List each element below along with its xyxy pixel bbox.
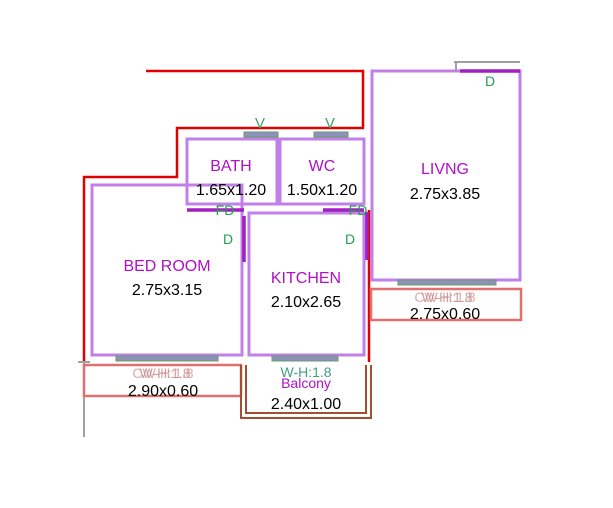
bath-size: 1.65x1.20 xyxy=(196,182,266,199)
wc-size: 1.50x1.20 xyxy=(287,182,357,199)
bath-name: BATH xyxy=(210,158,251,175)
bedroom-door-marker: D xyxy=(223,231,233,247)
window-head-labels: CW-H:1.8 W-H:1.8 CW-H:1.8 W-H:1.8 W-H:1.… xyxy=(132,289,475,381)
kitchen-room xyxy=(247,211,366,357)
wc-room xyxy=(278,137,366,206)
cw-right-overlap: CW-H:1.8 xyxy=(414,289,475,305)
wc-ventilator xyxy=(313,131,349,138)
kitchen-size: 2.10x2.65 xyxy=(271,294,341,311)
bath-v-marker: V xyxy=(255,115,265,132)
bed-room xyxy=(90,183,244,357)
partitions xyxy=(187,69,520,262)
cw-left-size: 2.90x0.60 xyxy=(128,383,198,400)
bedroom-window xyxy=(115,355,219,362)
door-markers: D D D FD FD xyxy=(216,73,495,247)
bedroom-name: BED ROOM xyxy=(123,258,210,275)
bath-ventilator xyxy=(243,131,279,138)
wh-right: W-H:1.8 xyxy=(421,289,472,305)
balcony-name: Balcony xyxy=(281,375,331,391)
balcony-walls xyxy=(240,365,372,419)
cw-right-area xyxy=(369,287,523,322)
outer-wall xyxy=(82,69,371,362)
wc-name: WC xyxy=(309,158,336,175)
wh-left: W-H:1.8 xyxy=(139,365,190,381)
living-window xyxy=(397,279,497,286)
cw-right-size: 2.75x0.60 xyxy=(410,306,480,323)
bedroom-size: 2.75x3.15 xyxy=(132,282,202,299)
living-name: LIVNG xyxy=(421,161,469,178)
living-size: 2.75x3.85 xyxy=(410,186,480,203)
balcony-size: 2.40x1.00 xyxy=(271,396,341,413)
kitchen-name: KITCHEN xyxy=(271,270,341,287)
wc-fd-marker: FD xyxy=(349,202,368,218)
bath-room xyxy=(185,137,279,206)
room-names: BATH WC LIVNG BED ROOM KITCHEN xyxy=(123,158,469,287)
living-door-marker: D xyxy=(485,73,495,89)
window-bars xyxy=(115,131,497,362)
wh-kitchen: W-H:1.8 xyxy=(280,364,331,380)
kitchen-door-marker: D xyxy=(345,231,355,247)
kitchen-window xyxy=(271,355,339,362)
ventilator-markers: V V xyxy=(255,115,335,132)
wc-v-marker: V xyxy=(325,115,335,132)
bath-fd-marker: FD xyxy=(216,202,235,218)
room-sizes: 1.65x1.20 1.50x1.20 2.75x3.85 2.75x3.15 … xyxy=(128,182,480,413)
cw-left-overlap: CW-H:1.8 xyxy=(132,365,193,381)
